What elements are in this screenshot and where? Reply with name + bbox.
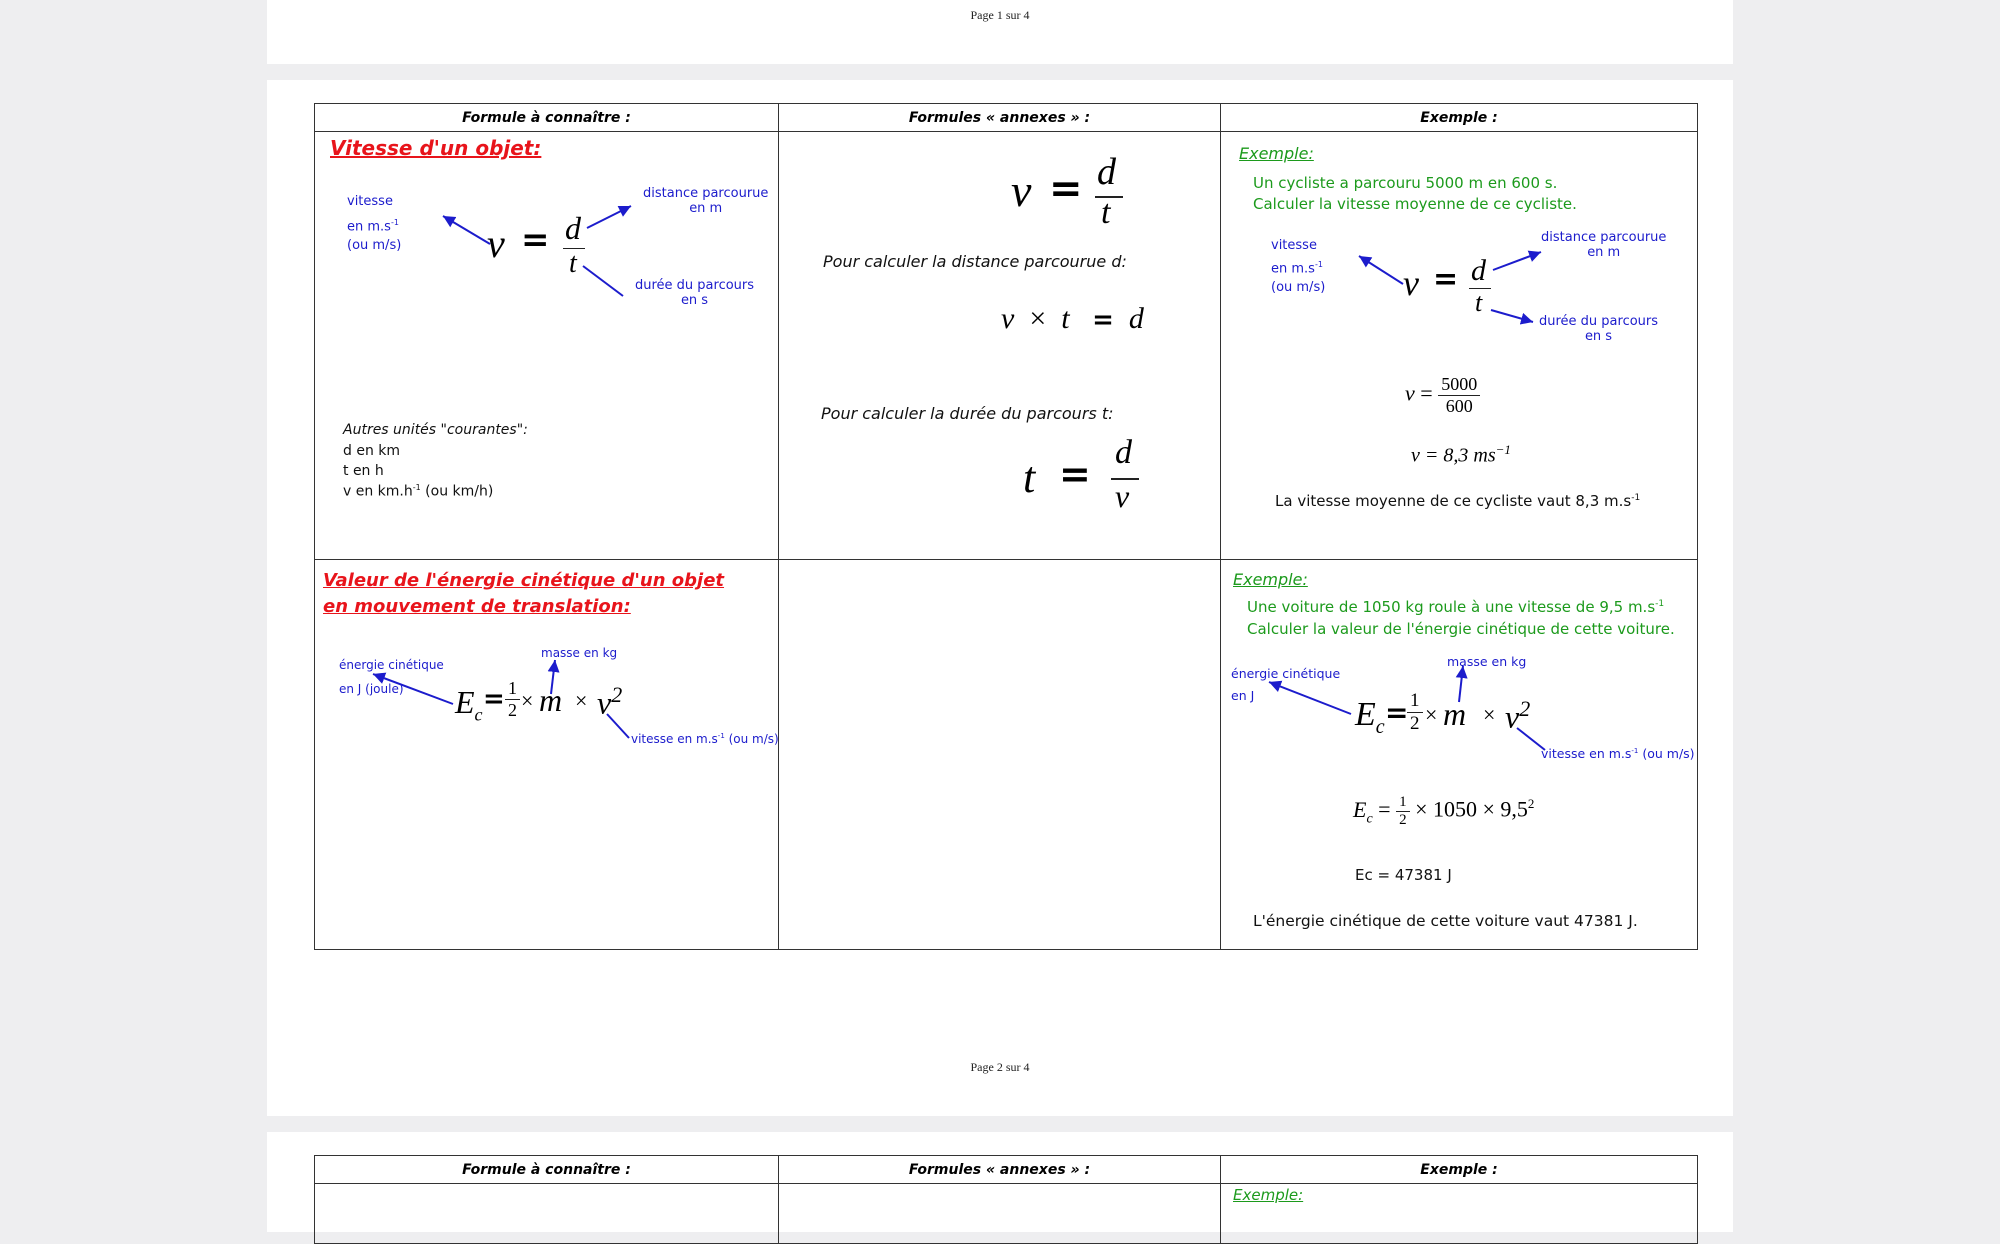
masse-label: masse en kg [541, 646, 618, 660]
page-1-number: Page 1 sur 4 [970, 8, 1030, 22]
duree-eq: = [1059, 452, 1091, 496]
formula-eq: = [521, 220, 550, 260]
label-vitesse: vitesse [347, 194, 393, 209]
ex2-result: Ec = 47381 J [1355, 866, 1452, 884]
cell-vitesse-formule: Vitesse d'un objet: vitesse en m.s-1 (ou… [314, 131, 779, 560]
ex2-eq: = [1385, 696, 1409, 729]
p3-cell-3: Exemple: [1220, 1183, 1698, 1244]
p3-header-formule: Formule à connaître : [314, 1155, 779, 1184]
energie-label-unit: en J (joule) [339, 682, 404, 696]
ex2-energie-label: énergie cinétique [1231, 666, 1341, 681]
duree-v: v [1115, 478, 1130, 514]
autres-v: v en km.h-1 (ou km/h) [343, 483, 494, 500]
formula-t: t [569, 248, 577, 279]
vitesse-title: Vitesse d'un objet: [330, 136, 542, 160]
duree-fraction-bar [1111, 478, 1139, 480]
duree-t: t [1023, 453, 1036, 502]
ex2-energie-unit: en J [1231, 688, 1255, 703]
duree-d: d [1115, 434, 1132, 471]
exemple2-line2: Calculer la valeur de l'énergie cinétiqu… [1247, 620, 1675, 638]
distance-formula: v × t = d [1001, 302, 1144, 335]
exemple2-title: Exemple: [1233, 570, 1308, 589]
label-vitesse-unit2: (ou m/s) [347, 238, 402, 253]
label-vitesse-unit: en m.s-1 [347, 218, 399, 235]
ex1-formula-d: d [1471, 254, 1486, 287]
vitesse-label-ec: vitesse en m.s-1 (ou m/s) [631, 732, 779, 746]
ec-m: m [539, 682, 563, 718]
p3-cell-1 [314, 1183, 779, 1244]
page-1: Page 1 sur 4 [267, 0, 1733, 64]
ex1-formula-eq: = [1433, 262, 1459, 297]
p3-header-exemple: Exemple : [1220, 1155, 1698, 1184]
page-2-number: Page 2 sur 4 [970, 1060, 1030, 1074]
calc-duree-label: Pour calculer la durée du parcours t: [821, 404, 1114, 423]
cell-vitesse-exemple: Exemple: Un cycliste a parcouru 5000 m e… [1220, 131, 1698, 560]
ex2-E: Ec [1355, 696, 1385, 738]
ec-eq: = [483, 684, 505, 714]
ex2-times2: × [1483, 702, 1496, 727]
ex1-label-unit2: (ou m/s) [1271, 280, 1326, 295]
energie-label: énergie cinétique [339, 658, 444, 672]
annexe-eq: = [1049, 166, 1083, 212]
cell-energie-exemple: Exemple: Une voiture de 1050 kg roule à … [1220, 559, 1698, 950]
ex2-m: m [1443, 696, 1467, 732]
ex2-masse-label: masse en kg [1447, 654, 1527, 669]
cell-vitesse-annexes: v = d t Pour calculer la distance parcou… [778, 131, 1221, 560]
ex1-label-unit: en m.s-1 [1271, 260, 1323, 277]
header-exemple: Exemple : [1220, 103, 1698, 132]
page-2: Formule à connaître : Formules « annexes… [267, 80, 1733, 1116]
ex2-times1: × [1425, 702, 1438, 727]
page-3: Formule à connaître : Formules « annexes… [267, 1132, 1733, 1244]
ex1-fraction-bar [1469, 288, 1491, 289]
annexe-t: t [1101, 194, 1111, 231]
autres-unites-title: Autres unités "courantes": [343, 422, 528, 438]
annexe-v: v [1011, 165, 1032, 216]
ex1-label-vitesse: vitesse [1271, 238, 1317, 253]
ec-times2: × [575, 688, 588, 713]
autres-d: d en km [343, 443, 401, 459]
p3-cell-2 [778, 1183, 1221, 1244]
cell-energie-annexes [778, 559, 1221, 950]
formula-v: v [487, 221, 505, 266]
ec-times1: × [521, 688, 534, 713]
exemple1-title: Exemple: [1239, 144, 1314, 163]
ec-E: Ec [455, 684, 483, 725]
p3-exemple-title: Exemple: [1233, 1186, 1304, 1204]
formula-d: d [565, 210, 581, 246]
energie-title: Valeur de l'énergie cinétique d'un objet… [323, 570, 725, 617]
exemple1-line1: Un cycliste a parcouru 5000 m en 600 s. [1253, 174, 1558, 192]
header-formule: Formule à connaître : [314, 103, 779, 132]
ex1-result: v = 8,3 ms−1 [1411, 442, 1511, 467]
ec-v: v2 [597, 682, 623, 721]
p3-header-annexes: Formules « annexes » : [778, 1155, 1221, 1184]
ex1-formula-v: v [1403, 263, 1419, 303]
exemple2-line1: Une voiture de 1050 kg roule à une vites… [1247, 598, 1665, 616]
ex2-conclusion: L'énergie cinétique de cette voiture vau… [1253, 912, 1638, 930]
ex1-formula-t: t [1475, 288, 1483, 317]
header-annexes: Formules « annexes » : [778, 103, 1221, 132]
fraction-bar [563, 248, 585, 249]
annexe-fraction-bar [1095, 196, 1123, 198]
ex2-vitesse-label: vitesse en m.s-1 (ou m/s) [1541, 746, 1695, 761]
ex2-v: v2 [1505, 696, 1531, 735]
calc-distance-label: Pour calculer la distance parcourue d: [823, 252, 1127, 271]
cell-energie-formule: Valeur de l'énergie cinétique d'un objet… [314, 559, 779, 950]
ex1-conclusion: La vitesse moyenne de ce cycliste vaut 8… [1275, 492, 1641, 510]
autres-t: t en h [343, 463, 384, 479]
formula-table: Formule à connaître : Formules « annexes… [314, 103, 1698, 950]
exemple1-line2: Calculer la vitesse moyenne de ce cyclis… [1253, 195, 1577, 213]
annexe-d: d [1097, 151, 1116, 193]
